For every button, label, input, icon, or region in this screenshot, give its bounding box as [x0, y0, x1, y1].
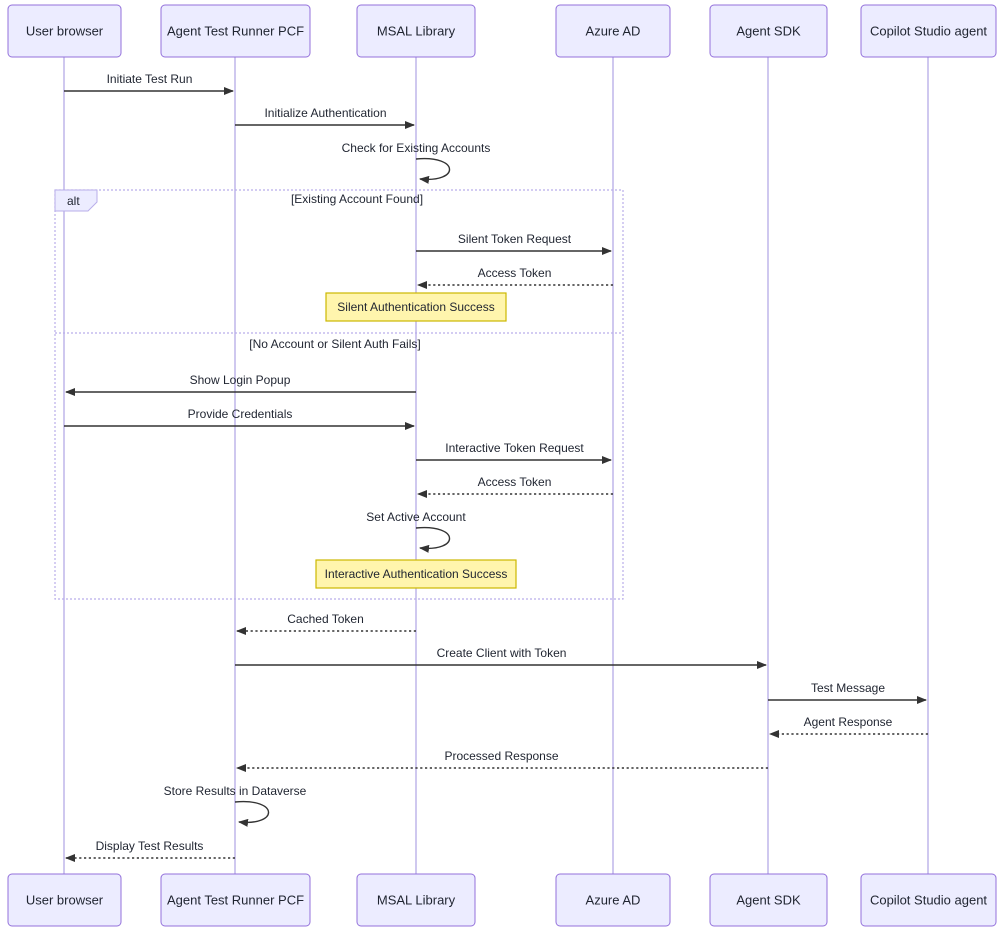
self-message-arrow [415, 157, 451, 184]
message-m4: Silent Token Request [416, 232, 612, 255]
self-message-arrow [415, 526, 451, 553]
participant-box[interactable] [860, 873, 997, 927]
message-m7: Provide Credentials [64, 407, 415, 430]
participant-box[interactable] [555, 4, 671, 58]
message-m1: Initiate Test Run [64, 72, 234, 95]
participant-box[interactable] [709, 873, 828, 927]
message-label: Provide Credentials [188, 407, 293, 421]
message-label: Set Active Account [366, 510, 466, 524]
participant-label: MSAL Library [377, 892, 456, 907]
note-note-silent: Silent Authentication Success [325, 292, 507, 322]
alt-condition-label-1: [No Account or Silent Auth Fails] [249, 337, 420, 351]
message-m14: Agent Response [769, 715, 928, 738]
fragments-layer: alt [Existing Account Found] [No Account o… [54, 189, 624, 600]
alt-condition-label-0: [Existing Account Found] [291, 192, 423, 206]
message-label: Silent Token Request [458, 232, 572, 246]
participant-copilot-bottom[interactable]: Copilot Studio agent [860, 873, 997, 927]
message-m12: Create Client with Token [235, 646, 767, 669]
participant-msal-bottom[interactable]: MSAL Library [356, 873, 476, 927]
alt-frame-border [54, 189, 624, 600]
message-m2: Initialize Authentication [235, 106, 415, 129]
message-label: Access Token [478, 475, 552, 489]
note-box [315, 559, 517, 589]
participant-label: User browser [26, 892, 104, 907]
participant-user-bottom[interactable]: User browser [7, 873, 122, 927]
message-label: Access Token [478, 266, 552, 280]
participant-aad-top[interactable]: Azure AD [555, 4, 671, 58]
alt-tag-label: alt [67, 194, 80, 208]
message-m13: Test Message [768, 681, 927, 704]
participant-label: Agent Test Runner PCF [167, 23, 304, 38]
participant-box[interactable] [7, 4, 122, 58]
message-m16: Store Results in Dataverse [164, 784, 307, 827]
message-m9: Access Token [417, 475, 613, 498]
message-m6: Show Login Popup [65, 373, 416, 396]
participant-box[interactable] [860, 4, 997, 58]
message-label: Check for Existing Accounts [342, 141, 491, 155]
note-box [325, 292, 507, 322]
message-m17: Display Test Results [65, 839, 235, 862]
participant-box[interactable] [7, 873, 122, 927]
note-label: Interactive Authentication Success [325, 567, 508, 581]
participant-user-top[interactable]: User browser [7, 4, 122, 58]
participant-box[interactable] [356, 4, 476, 58]
participant-pcf-top[interactable]: Agent Test Runner PCF [160, 4, 311, 58]
notes-layer: Silent Authentication SuccessInteractive… [315, 292, 517, 589]
participant-label: User browser [26, 23, 104, 38]
message-label: Initialize Authentication [264, 106, 386, 120]
alt-tag-shape [54, 189, 98, 212]
participant-label: MSAL Library [377, 23, 456, 38]
message-label: Initiate Test Run [107, 72, 193, 86]
message-m3: Check for Existing Accounts [342, 141, 491, 184]
participant-sdk-top[interactable]: Agent SDK [709, 4, 828, 58]
message-label: Show Login Popup [190, 373, 291, 387]
message-m5: Access Token [417, 266, 613, 289]
message-label: Processed Response [444, 749, 558, 763]
participant-box[interactable] [160, 873, 311, 927]
participant-copilot-top[interactable]: Copilot Studio agent [860, 4, 997, 58]
participant-box[interactable] [160, 4, 311, 58]
message-label: Create Client with Token [437, 646, 567, 660]
participant-label: Agent SDK [736, 23, 801, 38]
participant-label: Agent Test Runner PCF [167, 892, 304, 907]
participant-label: Copilot Studio agent [870, 23, 987, 38]
message-m8: Interactive Token Request [416, 441, 612, 464]
note-note-interactive: Interactive Authentication Success [315, 559, 517, 589]
participant-aad-bottom[interactable]: Azure AD [555, 873, 671, 927]
message-label: Agent Response [804, 715, 893, 729]
message-m15: Processed Response [236, 749, 768, 772]
message-m10: Set Active Account [366, 510, 466, 553]
message-label: Display Test Results [96, 839, 204, 853]
participant-label: Copilot Studio agent [870, 892, 987, 907]
participant-label: Azure AD [586, 23, 641, 38]
message-m11: Cached Token [236, 612, 416, 635]
participant-label: Agent SDK [736, 892, 801, 907]
participant-box[interactable] [555, 873, 671, 927]
note-label: Silent Authentication Success [337, 300, 494, 314]
participant-pcf-bottom[interactable]: Agent Test Runner PCF [160, 873, 311, 927]
participant-label: Azure AD [586, 892, 641, 907]
message-label: Interactive Token Request [445, 441, 584, 455]
message-label: Cached Token [287, 612, 364, 626]
participant-sdk-bottom[interactable]: Agent SDK [709, 873, 828, 927]
lifelines-layer [63, 57, 929, 874]
participant-box[interactable] [356, 873, 476, 927]
alt-fragment-alt-auth: alt [Existing Account Found] [No Account o… [54, 189, 624, 600]
self-message-arrow [234, 800, 270, 827]
message-label: Store Results in Dataverse [164, 784, 307, 798]
participant-box[interactable] [709, 4, 828, 58]
participant-msal-top[interactable]: MSAL Library [356, 4, 476, 58]
message-label: Test Message [811, 681, 885, 695]
